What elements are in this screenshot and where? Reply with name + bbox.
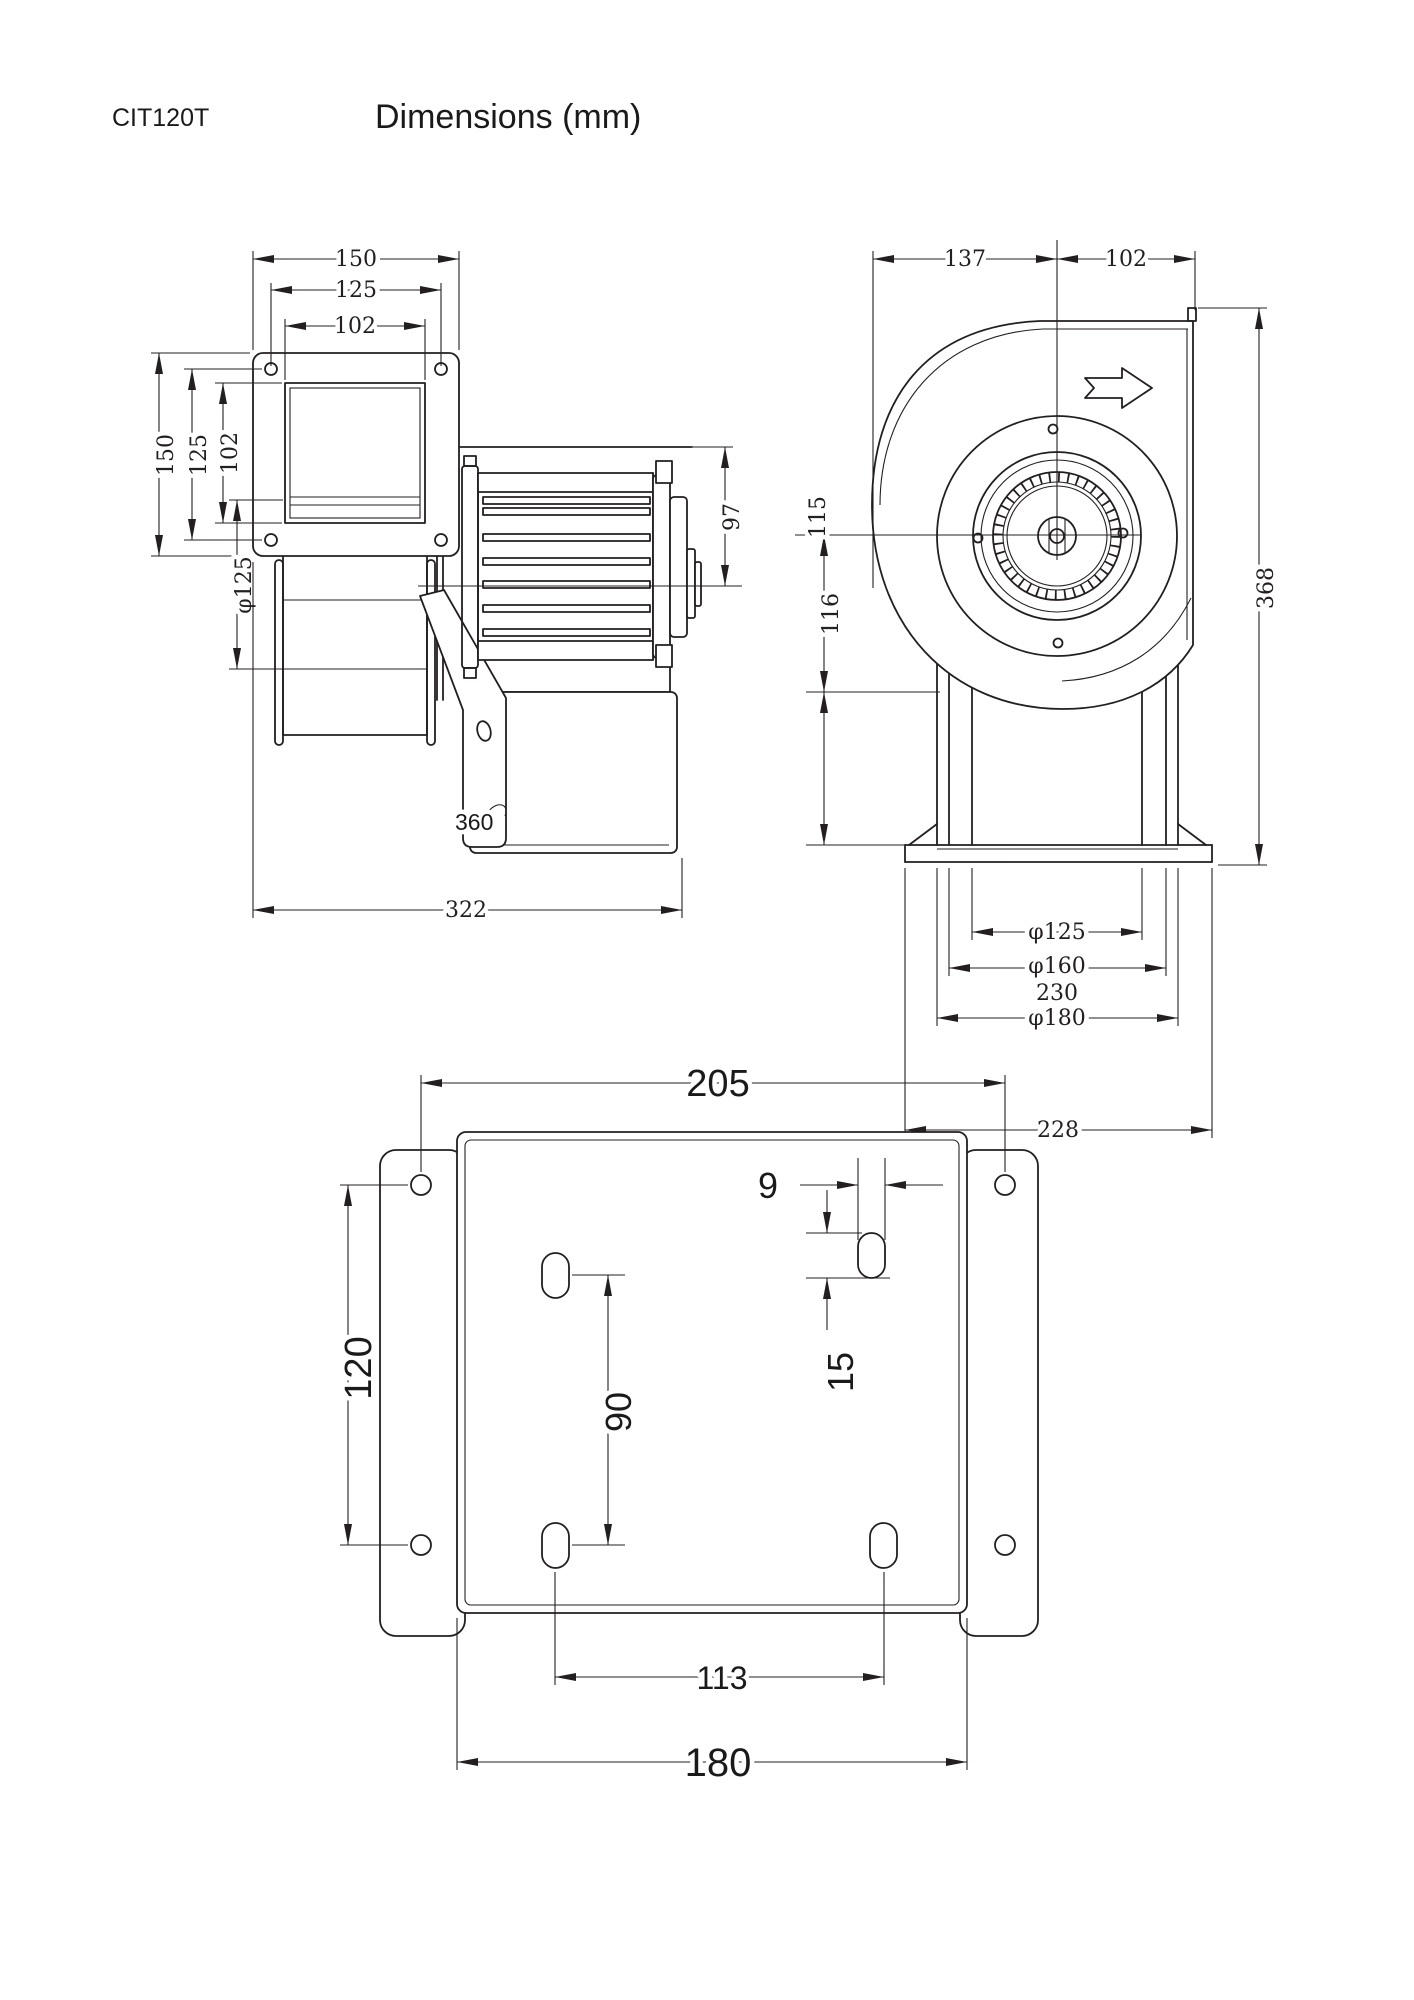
dim-slot-span-horizontal: 113 [696,1660,747,1696]
motor [461,455,702,679]
side-view-drawing: 150 125 102 150 125 102 [150,243,750,928]
dim-overall-length: 322 [445,898,487,923]
dim-hole-span-height: 120 [338,1336,380,1399]
corner-hole [994,1174,1016,1196]
support-bracket [419,589,507,848]
dim-slot-length: 15 [820,1352,861,1392]
mounting-slot [869,1522,898,1569]
dim-base-diameter: φ180 [1028,1006,1085,1031]
dim-flange-width: 150 [335,247,377,272]
mounting-plate-drawing: 205 120 90 9 15 [334,1059,1039,1790]
page-title: Dimensions (mm) [375,98,641,136]
corner-hole [410,1174,432,1196]
plate-right-tab [959,1149,1039,1637]
dim-flange-diameter: φ160 [1028,954,1085,979]
mounting-plate [456,1131,968,1614]
corner-hole [994,1534,1016,1556]
base-and-feet [904,823,1213,863]
impeller-blade-ticks [993,472,1121,600]
scroll-housing-side [274,555,436,746]
dim-duct-diameter: φ125 [1028,920,1085,945]
dim-center-upper: 115 [806,496,831,538]
dim-center-lower: 116 [819,593,844,635]
dim-center-to-outlet: 102 [1105,247,1147,272]
dim-center-to-left: 137 [944,247,986,272]
dim-flange-bolt-spacing-v: 125 [187,434,212,476]
dim-plate-width: 180 [685,1741,752,1785]
dim-slot-width: 9 [758,1165,778,1206]
outlet-lip [1187,307,1197,322]
dim-flange-plate: 230 [1036,981,1078,1006]
pedestal [936,619,1179,846]
plate-left-tab [379,1149,466,1637]
front-view-drawing: 137 102 368 115 116 φ125 φ160 230 [795,240,1284,1148]
model-label: CIT120T [112,104,209,132]
dim-duct-width: 102 [334,314,376,339]
dim-flange-height: 150 [154,434,179,476]
dim-overall-height: 368 [1254,567,1279,609]
inlet-flange [252,352,460,557]
dim-slot-span-vertical: 90 [598,1392,639,1432]
bracket-note-leader [487,804,507,817]
motor-end-bell [652,474,671,659]
flow-direction-arrow-icon [1084,367,1153,409]
front-view-dimensions: 137 102 368 115 116 φ125 φ160 230 [802,243,1284,1148]
dim-hole-span-width: 205 [686,1063,749,1105]
volute-housing [871,307,1197,710]
dim-bracket-note: 360 [455,809,493,835]
mounting-slot [541,1252,570,1299]
dim-flange-bolt-spacing-h: 125 [335,278,377,303]
dim-base-width: 228 [1037,1118,1079,1143]
dim-motor-height: 97 [720,503,745,531]
mounting-slot [541,1522,570,1569]
side-view-dimensions: 150 125 102 150 125 102 [150,243,750,928]
corner-hole [410,1534,432,1556]
plate-dimensions: 205 120 90 9 15 [334,1059,1006,1790]
dim-duct-height: 102 [218,432,243,474]
